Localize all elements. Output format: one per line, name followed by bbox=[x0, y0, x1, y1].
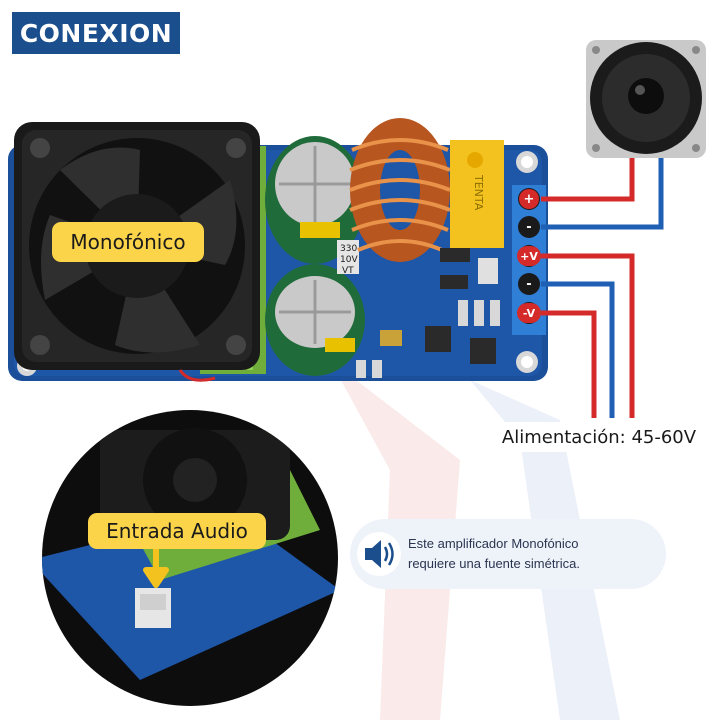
info-text: Este amplificador Monofónico requiere un… bbox=[408, 534, 580, 574]
speaker bbox=[586, 40, 706, 158]
svg-text:330: 330 bbox=[340, 244, 357, 254]
page-title: CONEXION bbox=[12, 12, 180, 54]
power-supply-label: Alimentación: 45-60V bbox=[492, 422, 706, 452]
terminal-power-plus: +V bbox=[517, 246, 541, 266]
speaker-wires bbox=[541, 158, 664, 230]
mono-label: Monofónico bbox=[52, 222, 204, 262]
amplifier-board: 330 10V VT TENTA bbox=[8, 40, 706, 418]
film-capacitor: TENTA bbox=[450, 140, 504, 248]
speaker-volume-icon bbox=[357, 532, 401, 576]
svg-text:10V: 10V bbox=[340, 255, 358, 265]
power-wires bbox=[541, 253, 635, 418]
svg-text:VT: VT bbox=[342, 266, 354, 276]
info-line: Este amplificador Monofónico bbox=[408, 536, 579, 551]
arrow-down-icon bbox=[143, 548, 169, 588]
capacitor-top bbox=[265, 136, 365, 264]
svg-text:TENTA: TENTA bbox=[472, 174, 485, 211]
terminal-speaker-plus: + bbox=[519, 189, 539, 209]
terminal-power-ground: - bbox=[519, 274, 539, 294]
smd-components bbox=[356, 248, 500, 378]
info-card: Este amplificador Monofónico requiere un… bbox=[350, 519, 666, 589]
audio-input-inset bbox=[42, 410, 338, 706]
terminal-speaker-minus: - bbox=[519, 217, 539, 237]
capacitor-bottom bbox=[265, 264, 365, 376]
toroid-inductor bbox=[349, 118, 451, 262]
capacitor-marking: 330 10V VT bbox=[337, 240, 359, 276]
audio-input-label: Entrada Audio bbox=[88, 513, 266, 549]
info-line: requiere una fuente simétrica. bbox=[408, 556, 580, 571]
terminal-power-minus: -V bbox=[517, 303, 541, 323]
